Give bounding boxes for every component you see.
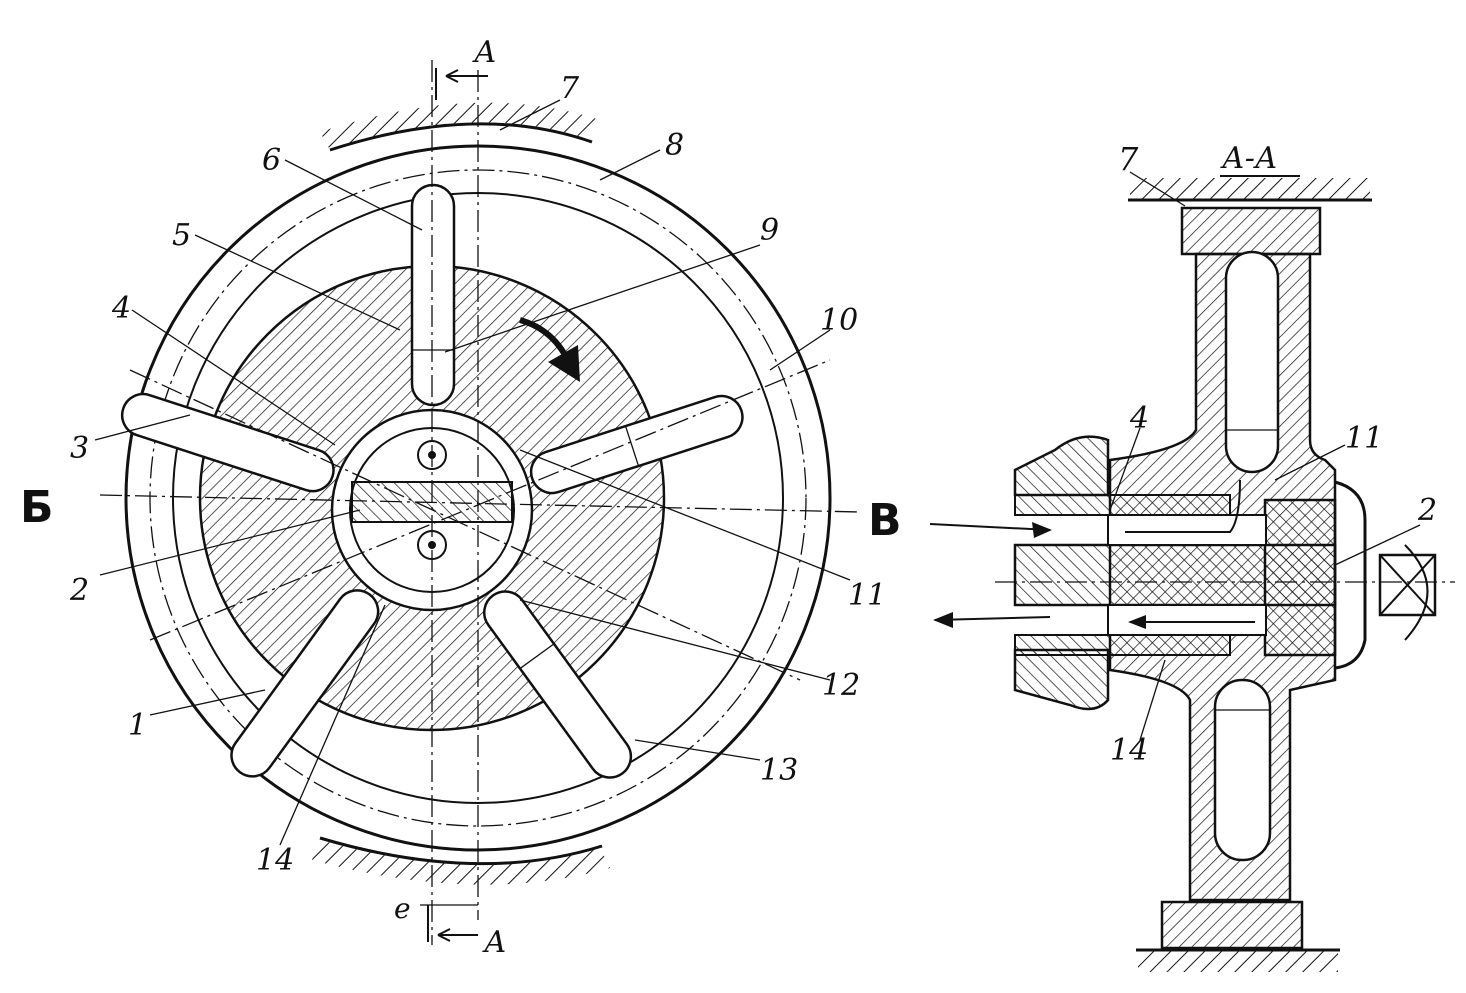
drive-rotation-arc: [1404, 544, 1429, 641]
label-4: 4: [111, 291, 131, 326]
stator-block-top: [1180, 206, 1322, 256]
label-12: 12: [822, 668, 860, 703]
section-mark-bottom: А: [482, 925, 507, 960]
discharge-channel: [1107, 604, 1267, 636]
diagonal-axis-2: [149, 359, 831, 641]
label-3: 3: [70, 431, 89, 466]
bottom-ground-line: [319, 836, 603, 866]
section-label-7: 7: [1118, 140, 1139, 178]
label-11: 11: [848, 578, 886, 613]
diagonal-axis-1: [129, 369, 801, 681]
label-2: 2: [69, 573, 89, 608]
label-13: 13: [760, 753, 798, 788]
front-view: А А e Б В 1 2 3 4: [20, 35, 902, 960]
section-view: А-А: [929, 140, 1455, 972]
section-arrow-bottom: [437, 928, 478, 942]
label-1: 1: [128, 708, 147, 743]
flow-out-arrow: [934, 616, 1051, 621]
flow-in-arrow: [929, 523, 1051, 531]
piston-lower-left: [230, 589, 380, 778]
top-ground-line: [329, 122, 593, 152]
view-mark-right: В: [868, 495, 902, 546]
label-6: 6: [262, 143, 281, 178]
label-5: 5: [172, 218, 191, 253]
section-top-ground: [1130, 178, 1370, 200]
flow-in-arrowhead: [1032, 522, 1052, 538]
piston-top: [410, 183, 456, 407]
shaft-hub: [1263, 498, 1337, 657]
section-label-4: 4: [1129, 401, 1149, 436]
view-mark-left: Б: [20, 482, 54, 533]
label-10: 10: [820, 303, 858, 338]
stator-block-bottom: [1160, 900, 1304, 950]
suction-port: [417, 440, 447, 470]
section-title: А-А: [1220, 141, 1278, 176]
rotation-arrowhead: [548, 345, 580, 382]
section-mark-top: А: [472, 35, 497, 70]
section-label-2: 2: [1417, 493, 1437, 528]
flow-internal-out-head: [1128, 615, 1146, 629]
label-8: 8: [665, 128, 684, 163]
bottom-ground-hatch: [312, 840, 610, 885]
flow-out-arrowhead: [933, 612, 953, 628]
piston-lower-right: [483, 590, 633, 779]
drive-square: [1378, 553, 1437, 617]
section-piston-upper: [1224, 250, 1280, 474]
section-label-14: 14: [1110, 733, 1148, 768]
horizontal-axis: [99, 494, 861, 513]
label-9: 9: [760, 213, 779, 248]
suction-channel: [1107, 514, 1267, 546]
housing-left: [1013, 435, 1110, 497]
section-arrow-top: [445, 69, 488, 83]
flow-internal-in: [1125, 479, 1241, 533]
label-7: 7: [560, 71, 580, 106]
label-14: 14: [256, 843, 294, 878]
shaft-sleeve-top: [1014, 494, 1231, 516]
top-ground-hatch: [320, 102, 600, 150]
section-leaders: [1109, 171, 1421, 741]
front-leaders: [94, 99, 851, 846]
rotor-section-cap: [1334, 480, 1367, 670]
eccentricity-mark: e: [394, 892, 411, 925]
shaft-sleeve-bottom: [1014, 634, 1231, 656]
section-piston-lower: [1213, 678, 1272, 862]
section-bottom-ground: [1138, 950, 1338, 972]
section-label-11: 11: [1345, 421, 1383, 456]
piston-right: [529, 394, 744, 495]
housing-left-bottom: [1013, 648, 1110, 711]
